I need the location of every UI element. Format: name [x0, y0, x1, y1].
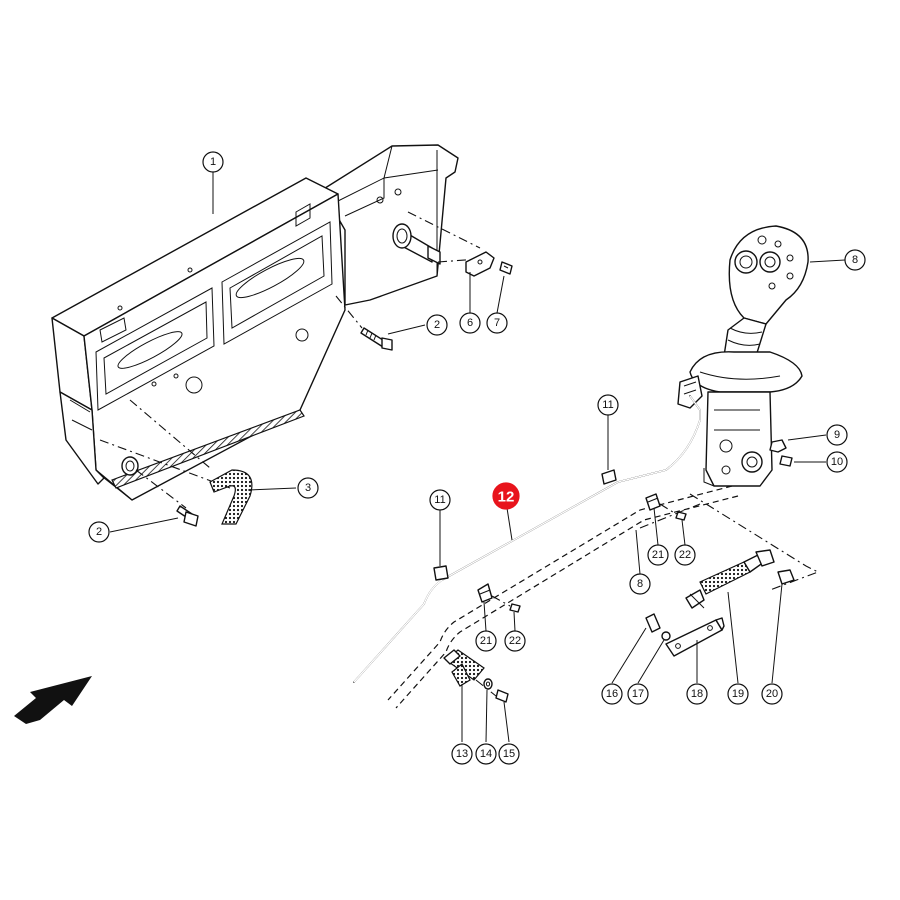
- screw-part-22-lower: [509, 603, 521, 613]
- svg-text:2: 2: [96, 526, 102, 538]
- callout-22-lower: 22: [504, 630, 526, 652]
- svg-text:17: 17: [632, 688, 644, 700]
- screw-part-7: [499, 261, 513, 275]
- clip-part-6: [465, 251, 495, 277]
- svg-text:2: 2: [434, 319, 440, 331]
- callout-22-upper: 22: [674, 544, 696, 566]
- alternate-cable-route: [387, 485, 739, 709]
- svg-text:9: 9: [834, 429, 840, 441]
- svg-text:22: 22: [679, 549, 691, 561]
- bolt-part-16: [645, 613, 661, 633]
- callout-21-lower: 21: [475, 630, 497, 652]
- screw-part-10: [779, 455, 793, 467]
- callout-2-lower: 2: [88, 521, 110, 543]
- washer-part-17: [661, 631, 671, 641]
- callout-15: 15: [498, 743, 520, 765]
- bolt-part-2-lower: [176, 505, 199, 527]
- bolt-part-15: [495, 689, 509, 703]
- svg-text:21: 21: [652, 549, 664, 561]
- callout-16: 16: [601, 683, 623, 705]
- callout-8-upper: 8: [844, 249, 866, 271]
- callout-14: 14: [475, 743, 497, 765]
- clamp-part-21-lower: [477, 583, 493, 603]
- svg-text:1: 1: [210, 156, 216, 168]
- leader-lines: [109, 172, 846, 743]
- bolt-part-2-upper: [360, 327, 393, 351]
- callout-13: 13: [451, 743, 473, 765]
- assembly-lines-housing: [99, 211, 493, 509]
- cable-clip-part-11-upper: [601, 469, 617, 485]
- svg-text:19: 19: [732, 688, 744, 700]
- svg-text:14: 14: [480, 748, 492, 760]
- callout-7: 7: [486, 312, 508, 334]
- callout-18: 18: [686, 683, 708, 705]
- callout-19: 19: [727, 683, 749, 705]
- svg-text:18: 18: [691, 688, 703, 700]
- svg-text:12: 12: [498, 489, 515, 506]
- washer-part-14: [483, 678, 493, 690]
- svg-text:13: 13: [456, 748, 468, 760]
- hose-part-3: [209, 469, 253, 525]
- screw-part-22-upper: [675, 511, 687, 521]
- callout-6: 6: [459, 312, 481, 334]
- callout-1: 1: [202, 151, 224, 173]
- svg-text:20: 20: [766, 688, 778, 700]
- callout-2-upper: 2: [426, 314, 448, 336]
- lever-part-18: [665, 617, 725, 657]
- callout-20: 20: [761, 683, 783, 705]
- svg-text:11: 11: [434, 494, 445, 506]
- svg-text:11: 11: [602, 399, 613, 411]
- joystick-assembly: [677, 225, 809, 487]
- control-cable-part-12: [353, 395, 701, 683]
- clamp-part-21-upper: [645, 493, 661, 511]
- console-housing: [51, 144, 459, 501]
- svg-text:21: 21: [480, 635, 492, 647]
- nut-part-20: [777, 569, 795, 585]
- clevis-part-13: [443, 649, 485, 687]
- callout-11-upper: 11: [597, 394, 619, 416]
- callout-8-lower: 8: [629, 573, 651, 595]
- svg-text:6: 6: [467, 317, 473, 329]
- svg-text:16: 16: [606, 688, 618, 700]
- callout-12-highlighted: 12: [492, 482, 520, 510]
- svg-text:10: 10: [831, 456, 843, 468]
- arrow-icon: [14, 676, 92, 724]
- callout-17: 17: [627, 683, 649, 705]
- svg-text:3: 3: [305, 482, 311, 494]
- svg-text:22: 22: [509, 635, 521, 647]
- svg-text:8: 8: [852, 254, 858, 266]
- svg-text:7: 7: [494, 317, 500, 329]
- svg-text:8: 8: [637, 578, 643, 590]
- callout-11-lower: 11: [429, 489, 451, 511]
- callout-21-upper: 21: [647, 544, 669, 566]
- svg-text:15: 15: [503, 748, 515, 760]
- nut-part-9: [769, 439, 787, 453]
- cable-clip-part-11-lower: [433, 565, 449, 581]
- gas-strut-part-19: [685, 549, 775, 609]
- callout-3: 3: [297, 477, 319, 499]
- callout-9: 9: [826, 424, 848, 446]
- callout-10: 10: [826, 451, 848, 473]
